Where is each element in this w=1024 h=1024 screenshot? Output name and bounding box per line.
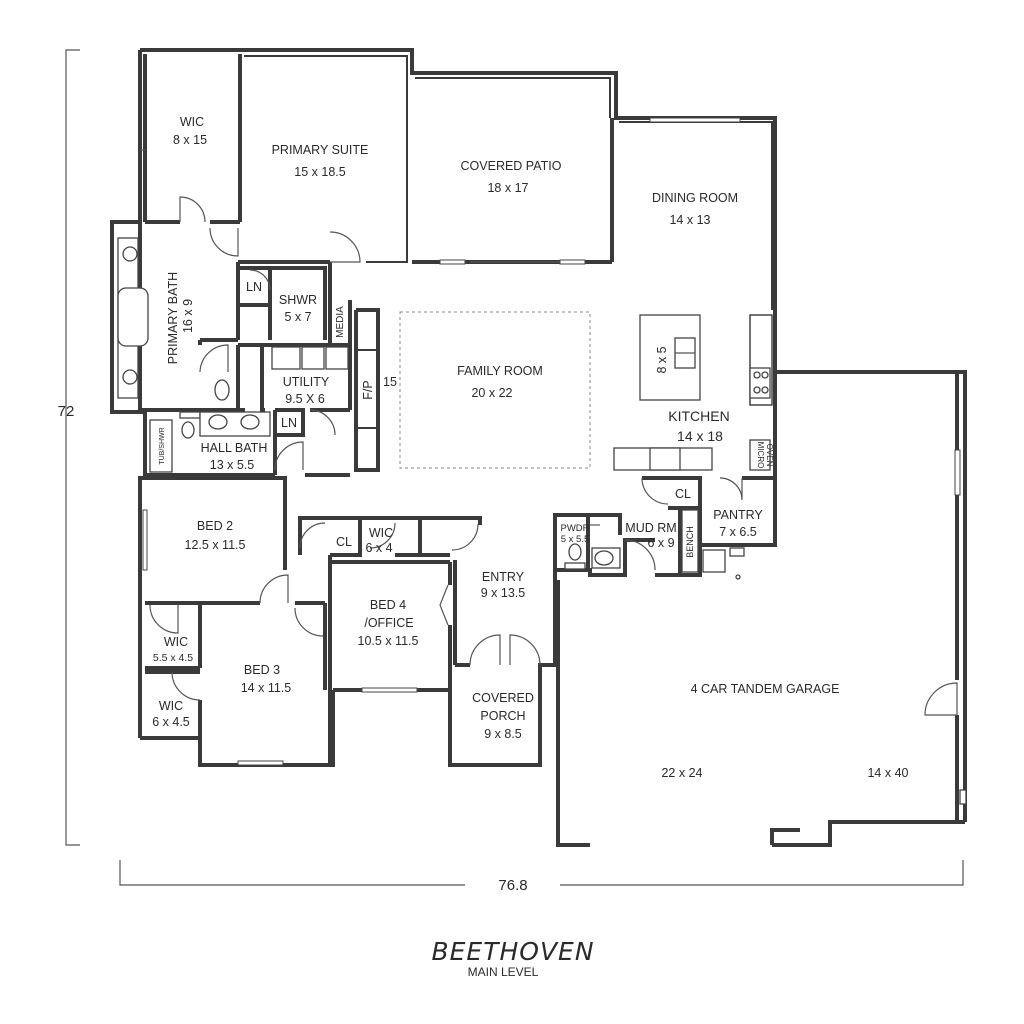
- pwdr-name: PWDR: [560, 523, 589, 534]
- family-room-size: 20 x 22: [471, 386, 512, 400]
- utility-size: 9.5 X 6: [285, 392, 325, 406]
- shwr-name: SHWR: [279, 293, 317, 307]
- door-swings: [149, 196, 958, 716]
- fp-width: 15: [383, 375, 397, 389]
- cl-bed4-name: CL: [336, 535, 352, 549]
- wic-bed4-name: WIC: [369, 526, 393, 540]
- dining-room-size: 14 x 13: [669, 213, 710, 227]
- pantry-size: 7 x 6.5: [719, 525, 757, 539]
- dimension-lines: [65, 49, 964, 886]
- bed4-size: 10.5 x 11.5: [358, 634, 419, 648]
- wic-bed2-name: WIC: [164, 635, 188, 649]
- covered-porch-name-2: PORCH: [480, 709, 525, 723]
- bed2-name: BED 2: [197, 519, 233, 533]
- utility-name: UTILITY: [283, 375, 330, 389]
- wic-bed4-size: 6 x 4: [365, 541, 392, 555]
- primary-bath-size: 16 x 9: [181, 299, 195, 333]
- bed3-name: BED 3: [244, 663, 280, 677]
- garage-size-b: 14 x 40: [867, 766, 908, 780]
- dim-height: 72: [58, 403, 75, 420]
- plan-title: BEETHOVEN: [431, 937, 594, 966]
- cl-kitchen-name: CL: [675, 487, 691, 501]
- entry-name: ENTRY: [482, 570, 525, 584]
- mud-rm-name: MUD RM: [625, 521, 676, 535]
- fp-name: F/P: [361, 380, 375, 399]
- plan-subtitle: MAIN LEVEL: [468, 965, 539, 979]
- family-room-name: FAMILY ROOM: [457, 364, 543, 378]
- shwr-size: 5 x 7: [284, 310, 311, 324]
- ln-lower-name: LN: [281, 416, 297, 430]
- dining-room-name: DINING ROOM: [652, 191, 738, 205]
- oven-name: OVEN: [765, 444, 774, 467]
- bed3-size: 14 x 11.5: [241, 681, 292, 695]
- tub-shwr-name: TUB/SHWR: [159, 427, 166, 464]
- kitchen-size: 14 x 18: [677, 428, 723, 444]
- primary-suite-name: PRIMARY SUITE: [272, 143, 369, 157]
- primary-suite-size: 15 x 18.5: [294, 165, 345, 179]
- bed4-name: BED 4: [370, 598, 406, 612]
- covered-patio-size: 18 x 17: [487, 181, 528, 195]
- island-size: 8 x 5: [655, 346, 669, 373]
- wic-bed3-size: 6 x 4.5: [152, 715, 190, 729]
- dim-width: 76.8: [498, 877, 527, 894]
- wic-primary-name: WIC: [180, 115, 204, 129]
- wic-primary-size: 8 x 15: [173, 133, 207, 147]
- mud-rm-size: 6 x 9: [647, 536, 674, 550]
- garage-size-a: 22 x 24: [661, 766, 702, 780]
- pantry-name: PANTRY: [713, 508, 763, 522]
- entry-size: 9 x 13.5: [481, 586, 526, 600]
- media-name: MEDIA: [335, 306, 346, 338]
- primary-bath-name: PRIMARY BATH: [166, 272, 180, 364]
- wic-bed3-name: WIC: [159, 699, 183, 713]
- bench-name: BENCH: [685, 526, 695, 558]
- wic-bed2-size: 5.5 x 4.5: [153, 652, 193, 664]
- hall-bath-size: 13 x 5.5: [210, 458, 255, 472]
- fixtures: [117, 237, 967, 805]
- covered-patio-name: COVERED PATIO: [461, 159, 562, 173]
- room-labels: 72 76.8 WIC 8 x 15 PRIMARY SUITE 15 x 18…: [58, 115, 909, 979]
- covered-porch-name: COVERED: [472, 691, 534, 705]
- kitchen-name: KITCHEN: [668, 408, 729, 424]
- bed4-name-2: /OFFICE: [364, 616, 413, 630]
- pwdr-size: 5 x 5.5: [561, 534, 590, 545]
- hall-bath-name: HALL BATH: [201, 441, 268, 455]
- ln-upper-name: LN: [246, 280, 262, 294]
- garage-name: 4 CAR TANDEM GARAGE: [691, 682, 840, 696]
- bed2-size: 12.5 x 11.5: [185, 538, 246, 552]
- covered-porch-size: 9 x 8.5: [484, 727, 522, 741]
- micro-name: MICRO: [756, 442, 765, 469]
